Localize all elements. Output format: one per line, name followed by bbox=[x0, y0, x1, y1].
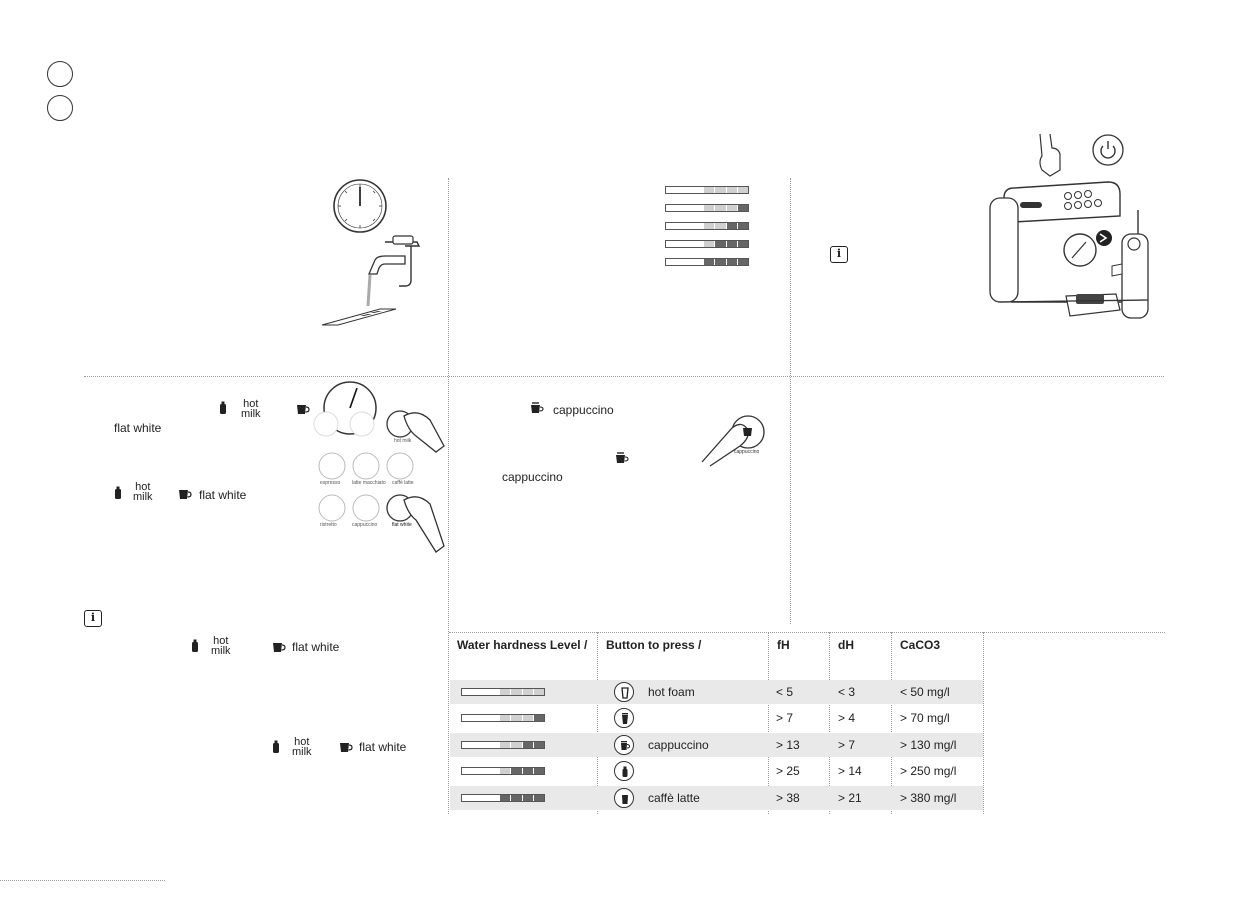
hot-milk-icon-2 bbox=[115, 486, 121, 499]
divider-footer bbox=[0, 880, 165, 881]
table-col-divider-3 bbox=[829, 632, 830, 814]
table-cell-button: cappuccino bbox=[648, 738, 709, 752]
header-water-hardness: Water hardness Level / bbox=[457, 638, 588, 652]
clock-icon bbox=[333, 179, 387, 233]
info-icon-2: i bbox=[84, 610, 102, 627]
table-cell-button: caffè latte bbox=[648, 791, 700, 805]
hardness-bar-5 bbox=[665, 258, 749, 266]
flat-white-label: flat white bbox=[114, 421, 162, 435]
table-button-icon bbox=[614, 735, 634, 755]
hot-milk-icon-4 bbox=[273, 740, 279, 753]
test-strip-icon bbox=[321, 308, 397, 326]
table-col-divider-1 bbox=[597, 632, 598, 814]
table-button-icon bbox=[614, 682, 634, 702]
cup-icon-3 bbox=[273, 643, 286, 652]
cappuccino-label-2: cappuccino bbox=[502, 470, 563, 484]
table-cell-caco3: > 250 mg/l bbox=[900, 764, 957, 778]
table-button-icon bbox=[614, 708, 634, 728]
table-col-divider-4 bbox=[891, 632, 892, 814]
divider-row-2 bbox=[449, 632, 1165, 633]
table-cell-caco3: > 70 mg/l bbox=[900, 711, 950, 725]
coffee-machine-icon bbox=[989, 133, 1149, 319]
finger-press-icon bbox=[701, 415, 765, 467]
hardness-bar-1 bbox=[665, 186, 749, 194]
machine-button-panel bbox=[312, 406, 447, 566]
flat-white-label-3: flat white bbox=[292, 640, 340, 654]
cappuccino-icon-2 bbox=[616, 452, 629, 463]
faucet-icon bbox=[366, 235, 421, 307]
table-cell-fh: > 13 bbox=[776, 738, 800, 752]
header-fh: fH bbox=[777, 638, 790, 652]
label-espresso: espresso bbox=[320, 480, 341, 486]
label-caffe-latte: caffè latte bbox=[392, 480, 414, 486]
label-cappuccino: cappuccino bbox=[352, 522, 378, 528]
table-cell-fh: < 5 bbox=[776, 685, 794, 699]
table-cell-fh: > 38 bbox=[776, 791, 800, 805]
cappuccino-label-1: cappuccino bbox=[553, 403, 614, 417]
hot-milk-icon-3 bbox=[192, 639, 198, 652]
table-cell-dh: < 3 bbox=[838, 685, 856, 699]
label-ristretto: ristretto bbox=[320, 522, 337, 528]
table-level-bar bbox=[461, 714, 545, 722]
label-hot-milk: hot milk bbox=[394, 438, 412, 444]
cappuccino-icon bbox=[531, 402, 544, 413]
table-col-divider-2 bbox=[768, 632, 769, 814]
hardness-bars-legend bbox=[665, 186, 751, 276]
info-icon: i bbox=[830, 246, 848, 263]
panel-illustration bbox=[313, 410, 445, 553]
cup-icon-2 bbox=[179, 490, 192, 499]
divider-col-2 bbox=[790, 178, 791, 624]
cup-icon-4 bbox=[340, 743, 353, 752]
header-dh: dH bbox=[838, 638, 854, 652]
table-cell-button: hot foam bbox=[648, 685, 695, 699]
hardness-bar-2 bbox=[665, 204, 749, 212]
label-latte-macchiato: latte macchiato bbox=[352, 480, 386, 486]
table-level-bar bbox=[461, 767, 545, 775]
language-circle-2 bbox=[47, 95, 73, 121]
table-cell-dh: > 4 bbox=[838, 711, 856, 725]
header-button-to-press: Button to press / bbox=[606, 638, 702, 652]
table-cell-dh: > 21 bbox=[838, 791, 862, 805]
label-flat-white: flat white bbox=[392, 522, 412, 528]
table-cell-dh: > 14 bbox=[838, 764, 862, 778]
hardness-bar-4 bbox=[665, 240, 749, 248]
table-button-icon bbox=[614, 761, 634, 781]
flat-white-label-4: flat white bbox=[359, 740, 407, 754]
table-cell-fh: > 25 bbox=[776, 764, 800, 778]
table-level-bar bbox=[461, 688, 545, 696]
language-circle-1 bbox=[47, 61, 73, 87]
table-level-bar bbox=[461, 794, 545, 802]
table-col-divider-5 bbox=[983, 632, 984, 814]
divider-row-1 bbox=[84, 376, 1164, 377]
cup-icon bbox=[297, 405, 310, 414]
table-cell-caco3: > 130 mg/l bbox=[900, 738, 957, 752]
table-cell-caco3: < 50 mg/l bbox=[900, 685, 950, 699]
divider-col-1 bbox=[448, 178, 449, 814]
table-cell-dh: > 7 bbox=[838, 738, 856, 752]
hardness-bar-3 bbox=[665, 222, 749, 230]
hot-milk-icon bbox=[220, 401, 226, 414]
header-caco3: CaCO3 bbox=[900, 638, 941, 652]
flat-white-label-2: flat white bbox=[199, 488, 247, 502]
table-cell-caco3: > 380 mg/l bbox=[900, 791, 957, 805]
table-button-icon bbox=[614, 788, 634, 808]
table-cell-fh: > 7 bbox=[776, 711, 794, 725]
finger-press-label: cappuccino bbox=[734, 449, 760, 455]
table-level-bar bbox=[461, 741, 545, 749]
